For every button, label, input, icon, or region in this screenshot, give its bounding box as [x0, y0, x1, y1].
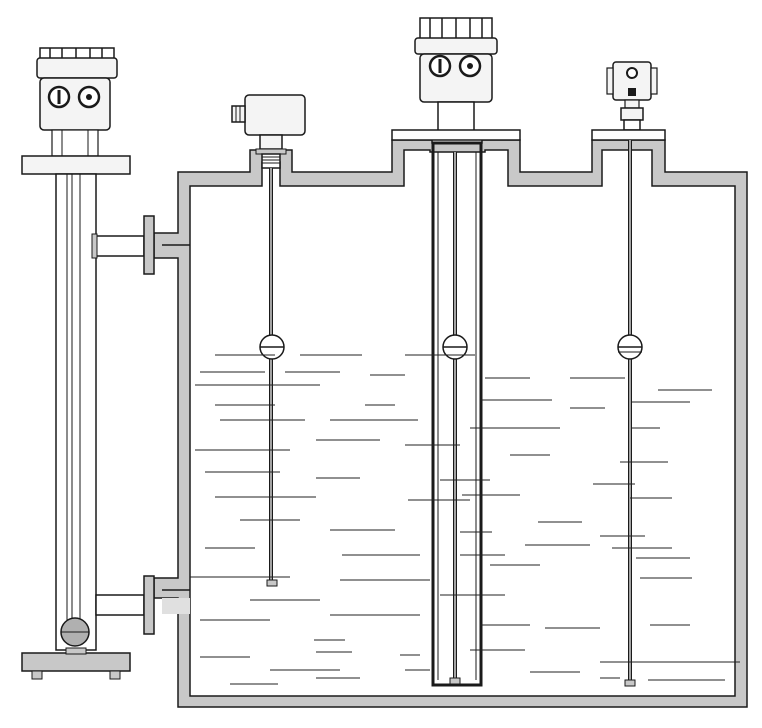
float-switch: [231, 94, 306, 587]
transmitter-flange: [391, 129, 521, 141]
magnetostrictive-flange: [591, 129, 666, 141]
bypass-top-flange: [21, 155, 131, 175]
bypass-gauge-cap: [36, 57, 118, 79]
bypass-gauge: [21, 47, 155, 680]
transmitter-cap: [414, 37, 498, 55]
lower-connection-pipe: [95, 594, 145, 616]
lower-flange: [143, 575, 155, 635]
tank: [153, 139, 748, 708]
lower-nozzle-band: [162, 598, 190, 614]
magnetostrictive-transmitter: [591, 61, 666, 687]
display-icon: [626, 67, 638, 79]
float-switch-housing: [244, 94, 306, 136]
stilling-well: [431, 141, 483, 687]
upper-flange: [143, 215, 155, 275]
liquid-surface-lines: [190, 354, 740, 685]
bypass-gauge-cap-ribs: [39, 47, 115, 58]
upper-connection-pipe: [95, 235, 145, 257]
bypass-chamber: [55, 173, 97, 651]
stilling-well-transmitter: [391, 17, 521, 687]
bypass-bottom-flange: [21, 652, 131, 672]
tank-wall: [153, 139, 748, 708]
